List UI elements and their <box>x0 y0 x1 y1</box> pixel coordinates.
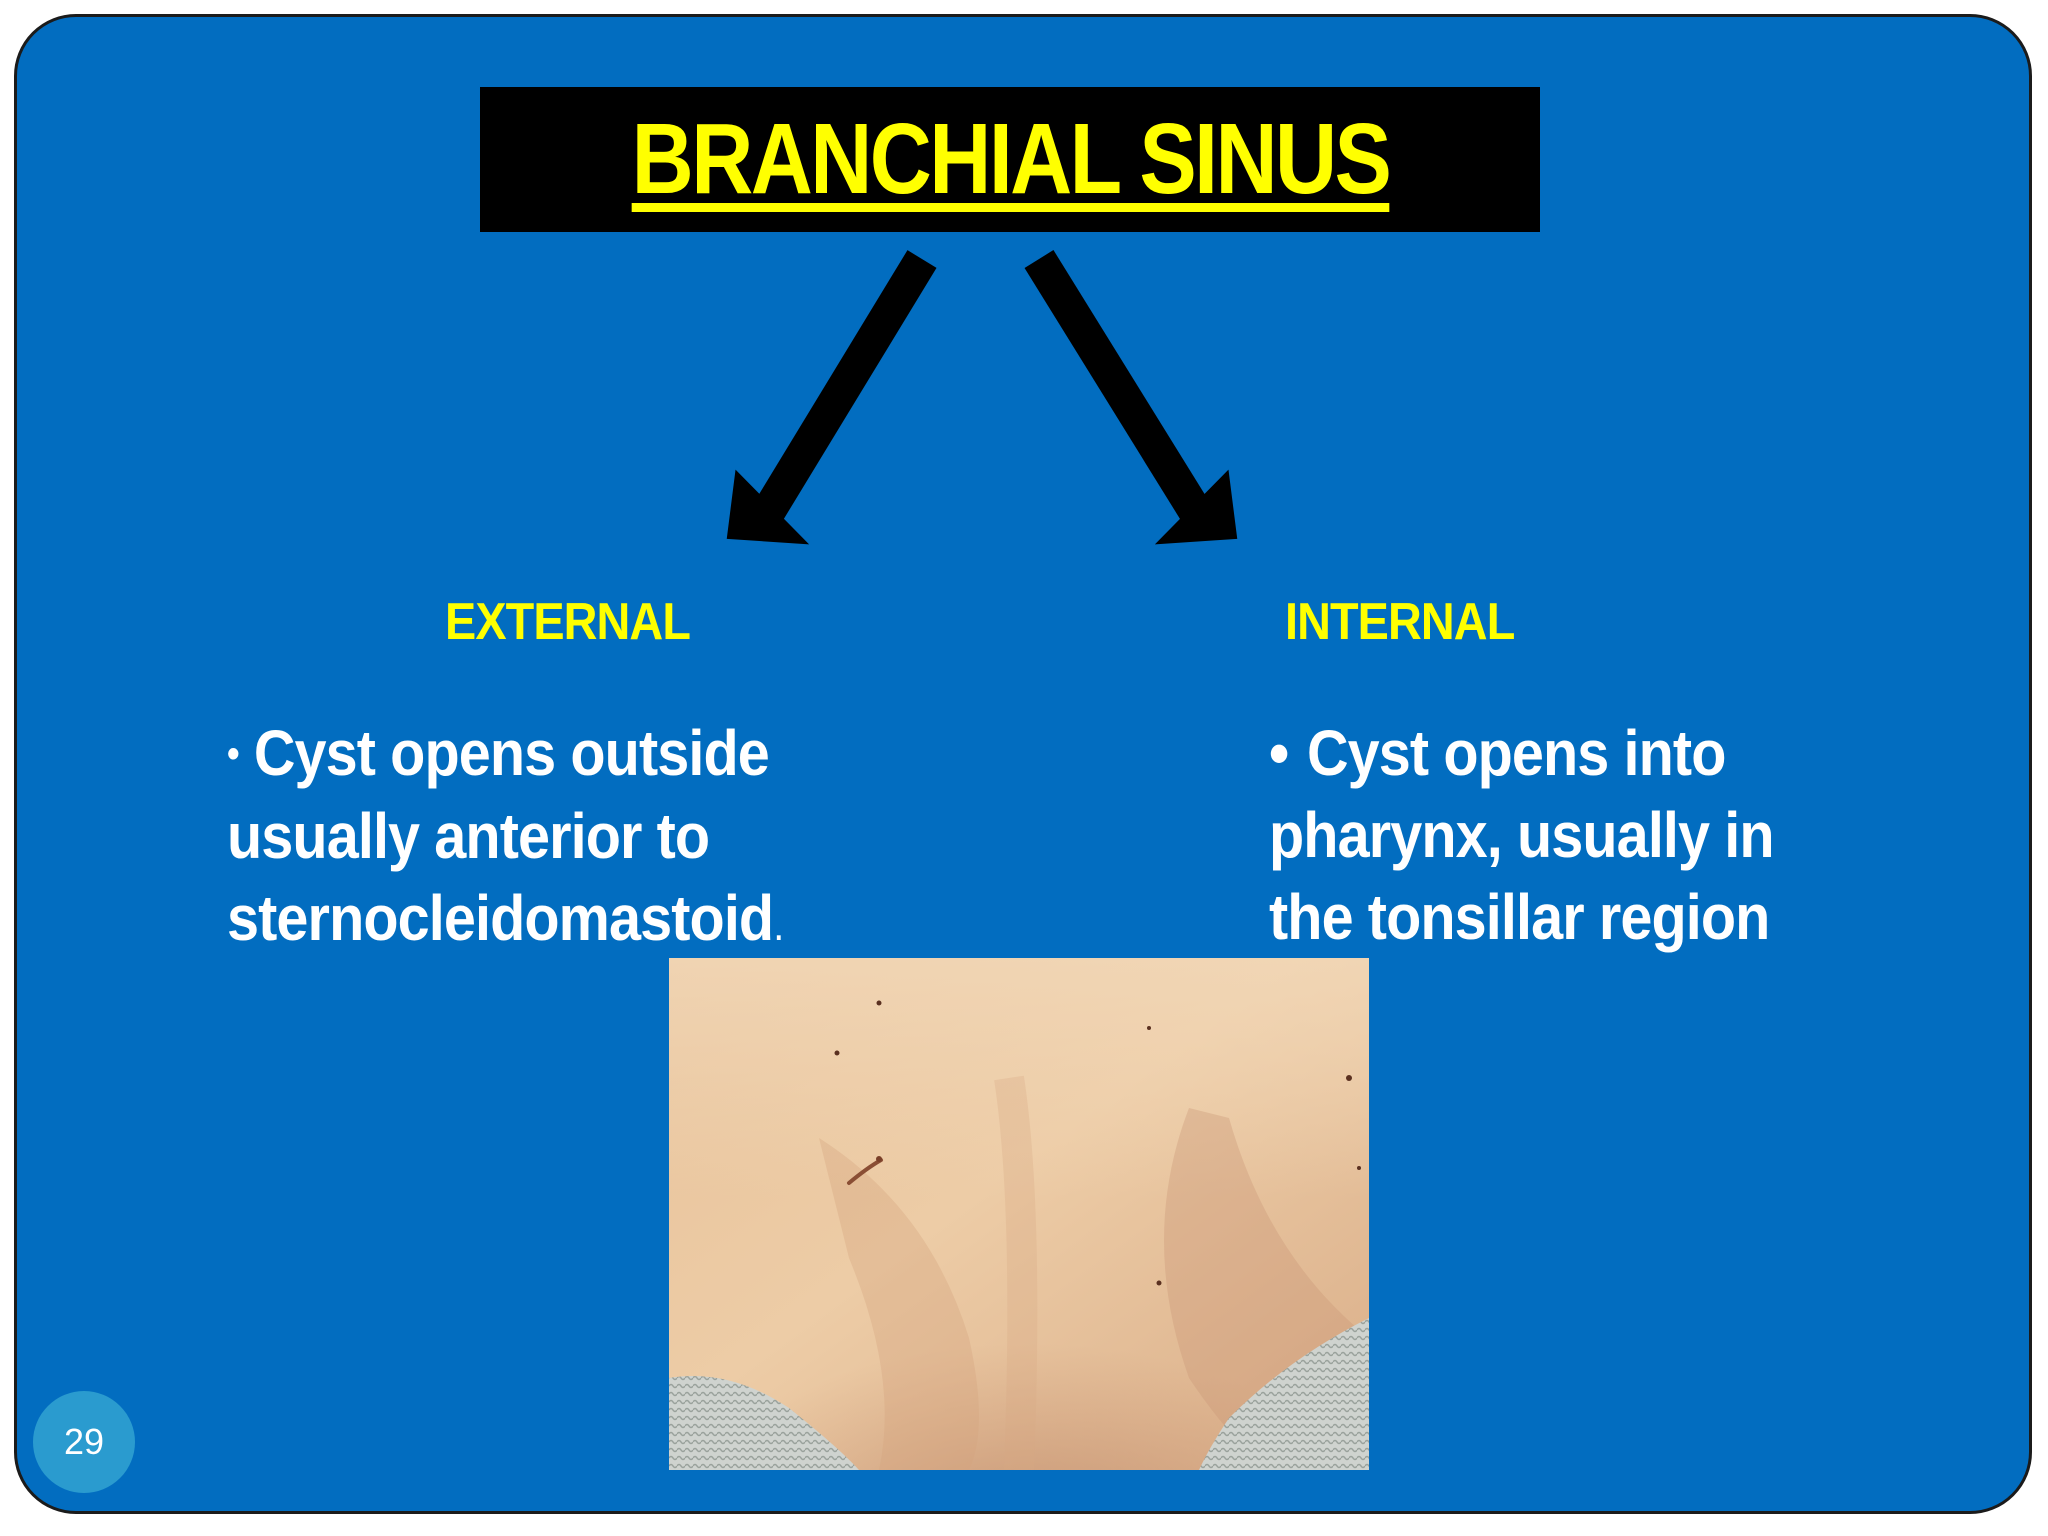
external-description: • Cyst opens outside usually anterior to… <box>227 712 821 967</box>
internal-heading: INTERNAL <box>1285 593 1515 651</box>
external-line-3: sternocleidomastoid. <box>227 882 784 954</box>
neck-sinus-photo <box>669 958 1369 1470</box>
bullet-icon: • <box>227 732 240 776</box>
bullet-icon: • <box>1269 717 1289 789</box>
external-heading: EXTERNAL <box>445 593 691 651</box>
slide-title: BRANCHIAL SINUS <box>631 103 1391 215</box>
arrow-to-external <box>726 250 937 545</box>
internal-line-3: the tonsillar region <box>1269 881 1770 953</box>
neck-photo-illustration <box>669 958 1369 1470</box>
external-line-2: usually anterior to <box>227 800 710 872</box>
internal-line-1: • Cyst opens into <box>1269 717 1726 789</box>
internal-line-2: pharynx, usually in <box>1269 799 1775 871</box>
external-line-1: • Cyst opens outside <box>227 717 770 789</box>
arrow-to-internal <box>1024 250 1238 545</box>
slide: BRANCHIAL SINUS EXTERNAL INTERNAL • Cyst… <box>14 14 2032 1514</box>
trailing-period: . <box>773 901 784 950</box>
internal-description: • Cyst opens into pharynx, usually in th… <box>1269 712 1881 958</box>
page-number-badge: 29 <box>33 1391 135 1493</box>
title-banner: BRANCHIAL SINUS <box>480 87 1540 232</box>
